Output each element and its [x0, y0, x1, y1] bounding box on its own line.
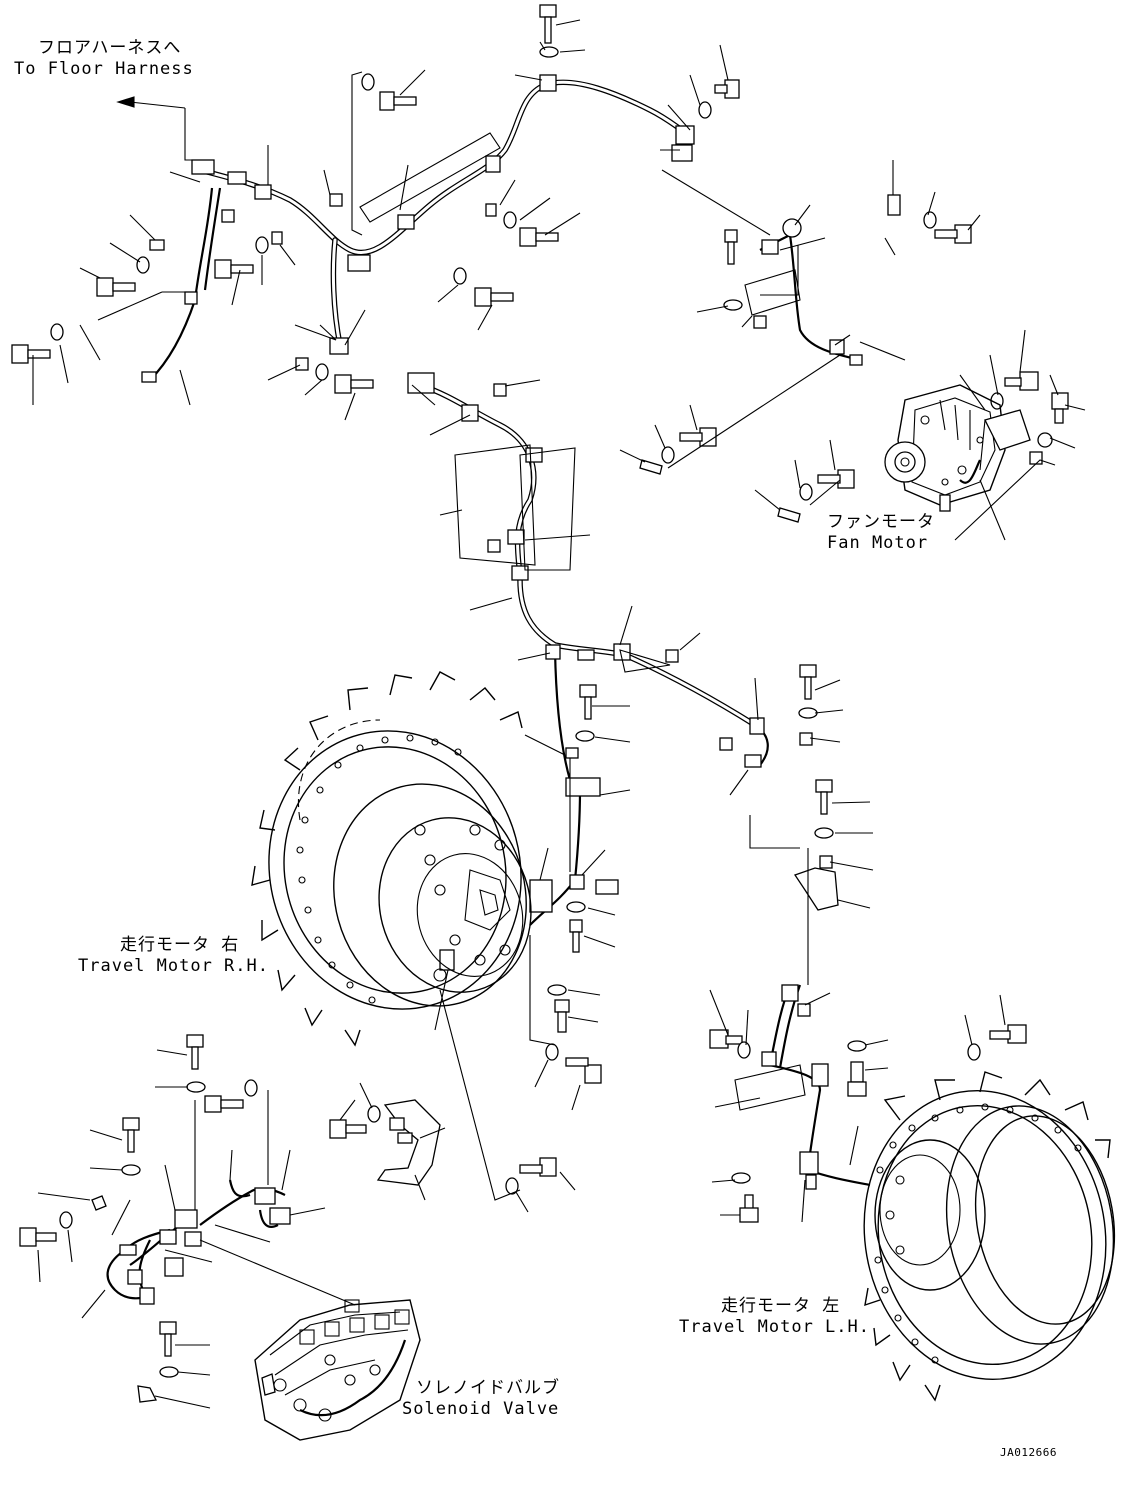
- travel-motor-rh-label-jp: 走行モータ 右: [120, 935, 240, 955]
- solenoid-valve-label-en: Solenoid Valve: [402, 1399, 560, 1419]
- fasteners: [11, 4, 1069, 1403]
- fan-motor-label-en: Fan Motor: [827, 533, 929, 553]
- floor-harness-label-en: To Floor Harness: [14, 59, 194, 79]
- travel-motor-lh-label-jp: 走行モータ 左: [721, 1296, 841, 1316]
- connectors: [141, 74, 1043, 1190]
- travel-motor-lh-drawing: [863, 1071, 1116, 1402]
- grouping-lines: [194, 132, 806, 1306]
- travel-motor-lh-label: 走行モータ 左 Travel Motor L.H.: [679, 1296, 870, 1338]
- leader-lines: [32, 19, 1086, 1409]
- travel-motor-lh-label-en: Travel Motor L.H.: [679, 1317, 870, 1337]
- fan-motor-drawing: [884, 384, 1031, 512]
- solenoid-valve-label: ソレノイドバルブ Solenoid Valve: [402, 1378, 560, 1420]
- floor-harness-label: フロアハーネスへ To Floor Harness: [14, 38, 194, 80]
- solenoid-valve-drawing: [254, 1299, 421, 1441]
- fan-motor-label: ファンモータ Fan Motor: [827, 512, 935, 554]
- floor-harness-label-jp: フロアハーネスへ: [38, 38, 182, 58]
- travel-motor-rh-label-en: Travel Motor R.H.: [78, 956, 269, 976]
- fan-motor-label-jp: ファンモータ: [827, 512, 935, 532]
- solenoid-valve-label-jp: ソレノイドバルブ: [416, 1378, 560, 1398]
- solenoid-harness: [106, 1099, 441, 1305]
- drawing-code: JA012666: [1000, 1446, 1057, 1459]
- travel-motor-rh-drawing: [251, 671, 532, 1047]
- travel-motor-rh-label: 走行モータ 右 Travel Motor R.H.: [78, 935, 269, 977]
